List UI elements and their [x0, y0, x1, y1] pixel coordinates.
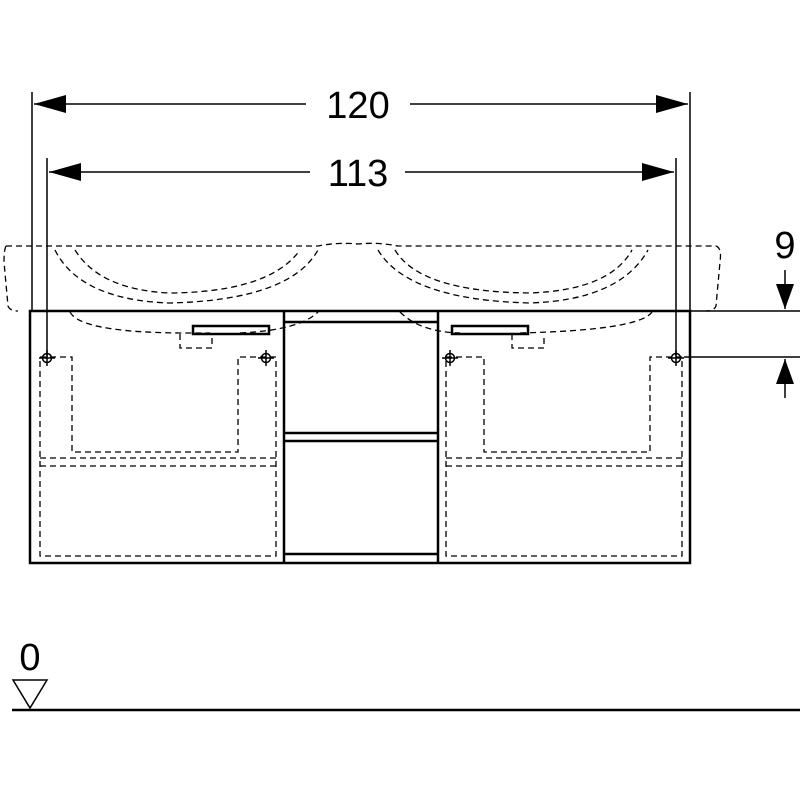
dimension-height-offset: 9 [684, 225, 800, 398]
mounting-hole-1 [39, 350, 55, 366]
left-bowl-outer [54, 249, 319, 304]
label-height-offset: 9 [774, 225, 795, 267]
arrowhead-left-113 [49, 163, 81, 181]
level-triangle-icon [11, 679, 49, 710]
washbasin-rim [6, 242, 722, 312]
mounting-hole-3 [442, 350, 458, 366]
dimension-mount-width: 113 [46, 153, 677, 358]
mounting-hole-4 [668, 350, 684, 366]
right-drain [511, 334, 545, 349]
dimension-overall-width: 120 [31, 85, 691, 312]
left-bowl-inner [74, 249, 301, 294]
right-bowl-outer [377, 249, 649, 304]
left-drain [179, 334, 213, 349]
washbasin-outline [3, 242, 722, 349]
floor-level-label: 0 [19, 637, 40, 679]
arrowhead-top-9 [776, 284, 794, 309]
arrowhead-bottom-9 [776, 359, 794, 384]
cabinet [28, 309, 692, 565]
left-drawer-inner-outline [39, 356, 277, 557]
label-overall-width: 120 [326, 85, 389, 127]
arrowhead-right-120 [656, 95, 688, 113]
right-drawer-inner-outline [445, 356, 683, 557]
right-basin-lower [399, 311, 653, 334]
washbasin-rim-left [3, 245, 19, 312]
left-siphon-bar [191, 324, 271, 336]
label-mount-width: 113 [328, 153, 389, 195]
right-siphon-bar [450, 324, 530, 336]
cabinet-outline [28, 309, 692, 565]
mounting-hole-2 [258, 350, 274, 366]
arrowhead-right-113 [642, 163, 674, 181]
left-basin-lower [69, 311, 319, 334]
right-bowl-inner [394, 249, 633, 294]
arrowhead-left-120 [34, 95, 66, 113]
floor-level-marker: 0 [11, 637, 800, 712]
